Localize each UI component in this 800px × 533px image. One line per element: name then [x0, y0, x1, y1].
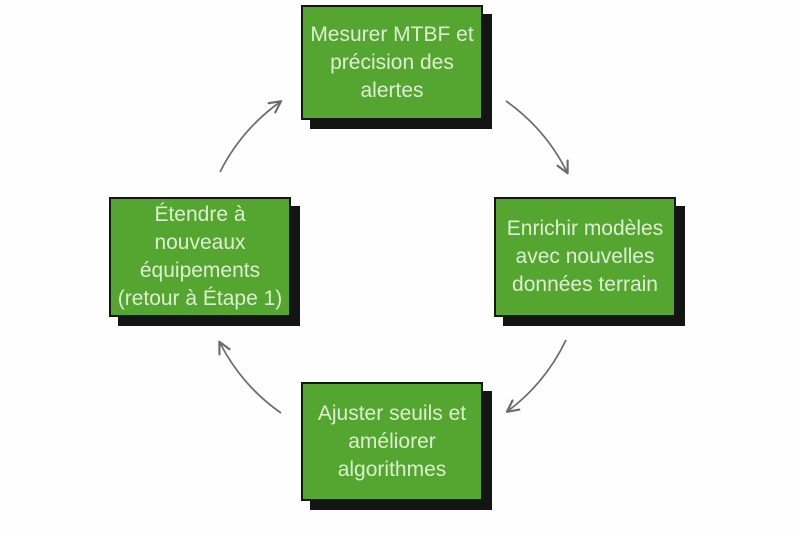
- arrow-bottom-to-left: [218, 340, 282, 414]
- arrow-left-to-top: [219, 100, 283, 173]
- arrow-top-to-right: [505, 100, 569, 175]
- node-label: Mesurer MTBF et précision des alertes: [310, 22, 474, 102]
- arrow-right-to-bottom: [505, 339, 567, 413]
- node-etendre-equipements: Étendre à nouveaux équipements (retour à…: [109, 197, 291, 317]
- node-label: Enrichir modèles avec nouvelles données …: [506, 217, 664, 296]
- node-ajuster-seuils: Ajuster seuils et améliorer algorithmes: [301, 382, 483, 501]
- node-label: Étendre à nouveaux équipements (retour à…: [117, 203, 283, 310]
- node-label: Ajuster seuils et améliorer algorithmes: [317, 401, 467, 481]
- node-mesurer-mtbf: Mesurer MTBF et précision des alertes: [301, 5, 483, 120]
- node-enrichir-modeles: Enrichir modèles avec nouvelles données …: [494, 197, 676, 317]
